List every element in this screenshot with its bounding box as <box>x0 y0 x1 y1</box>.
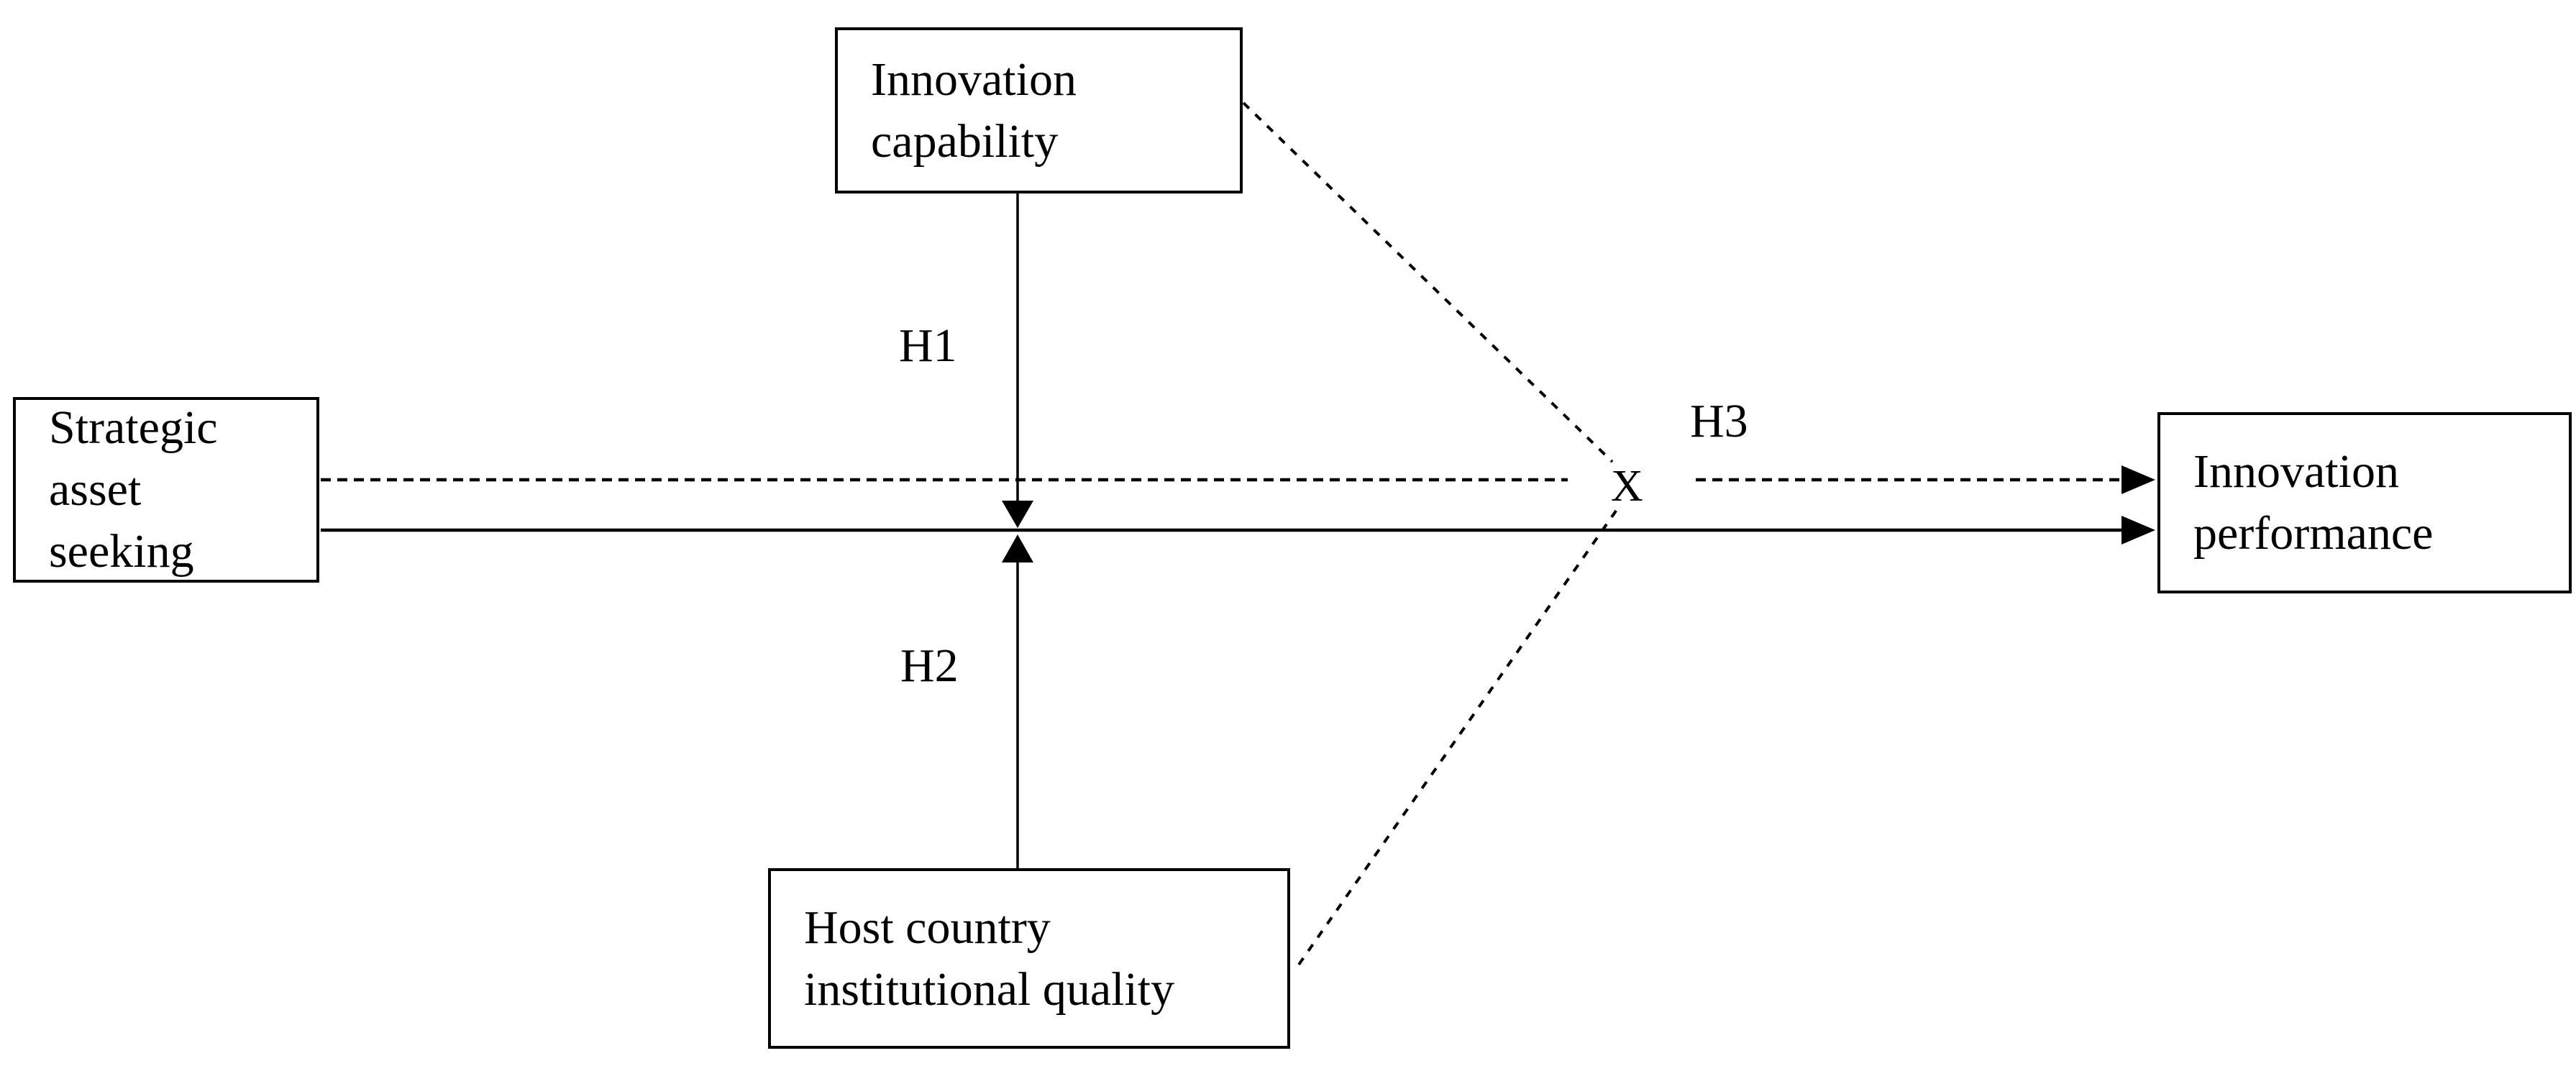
hypothesis-label-h1: H1 <box>899 319 957 372</box>
node-strategic-asset-seeking-label: Strategic asset seeking <box>49 401 218 578</box>
dashed-moderated-arrow <box>321 465 2155 494</box>
capability-to-x-dashed-line <box>1242 101 1614 463</box>
node-host-country-institutional-quality-label: Host country institutional quality <box>804 901 1175 1016</box>
node-innovation-performance: Innovation performance <box>2157 412 2572 593</box>
h1-vertical-arrow <box>1002 193 1033 528</box>
node-strategic-asset-seeking: Strategic asset seeking <box>13 397 319 583</box>
interaction-x-marker: X <box>1611 462 1643 511</box>
hypothesis-label-h3: H3 <box>1690 395 1748 447</box>
node-innovation-performance-label: Innovation performance <box>2193 445 2434 560</box>
node-innovation-capability-label: Innovation capability <box>871 53 1077 168</box>
host-to-x-dashed-line <box>1297 506 1620 966</box>
h2-vertical-arrow <box>1002 534 1033 868</box>
node-host-country-institutional-quality: Host country institutional quality <box>768 868 1290 1049</box>
hypothesis-label-h2: H2 <box>900 639 959 692</box>
solid-direct-arrow <box>321 516 2155 545</box>
node-innovation-capability: Innovation capability <box>835 27 1243 193</box>
